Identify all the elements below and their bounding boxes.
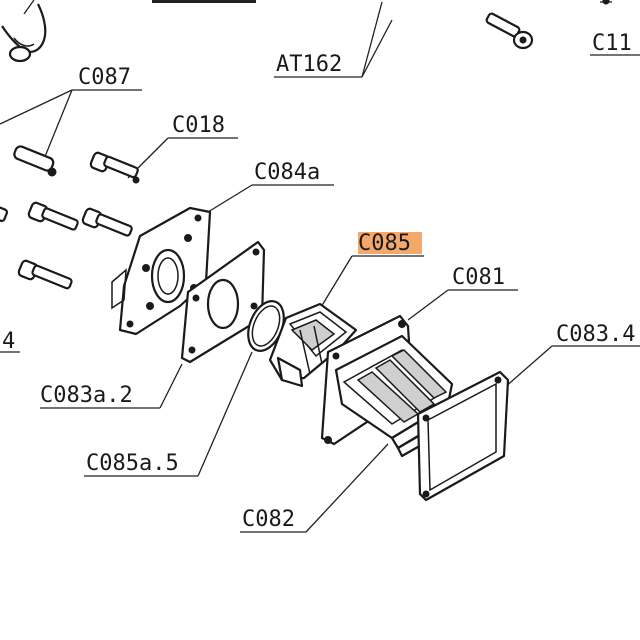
top-edge-bar <box>152 0 256 3</box>
bolt-c018-part[interactable] <box>89 151 140 184</box>
reed-block-c081-part[interactable] <box>320 314 454 458</box>
label-c085a-5[interactable]: C085a.5 <box>86 451 179 476</box>
bolt-left-edge-part[interactable] <box>0 205 9 223</box>
label-c083a-2[interactable]: C083a.2 <box>40 383 133 408</box>
label-c084a[interactable]: C084a <box>254 160 320 185</box>
bolt-middle-right-part[interactable] <box>81 207 133 237</box>
adaptor-c085-part[interactable] <box>268 302 358 388</box>
gasket-c083a2-part[interactable] <box>180 240 266 364</box>
flange-c084a-part[interactable] <box>111 206 212 336</box>
c085-highlight <box>358 232 422 254</box>
label-c11[interactable]: C11 <box>592 31 632 56</box>
gasket-c0834-part[interactable] <box>416 370 510 502</box>
bolt-c087-upper-part[interactable] <box>13 145 57 177</box>
label-c081[interactable]: C081 <box>452 265 505 290</box>
label-c082[interactable]: C082 <box>242 507 295 532</box>
screw-top-right-part[interactable] <box>485 12 534 50</box>
label-at162[interactable]: AT162 <box>276 52 342 77</box>
label-4[interactable]: 4 <box>2 329 15 354</box>
label-c087[interactable]: C087 <box>78 65 131 90</box>
label-c085[interactable]: C085 <box>358 231 411 256</box>
pipe-fragment-part[interactable] <box>1 0 47 63</box>
label-c083-4[interactable]: C083.4 <box>556 322 635 347</box>
label-c018[interactable]: C018 <box>172 113 225 138</box>
bolt-lower-left-part[interactable] <box>17 259 73 290</box>
bolt-middle-left-part[interactable] <box>27 201 79 231</box>
